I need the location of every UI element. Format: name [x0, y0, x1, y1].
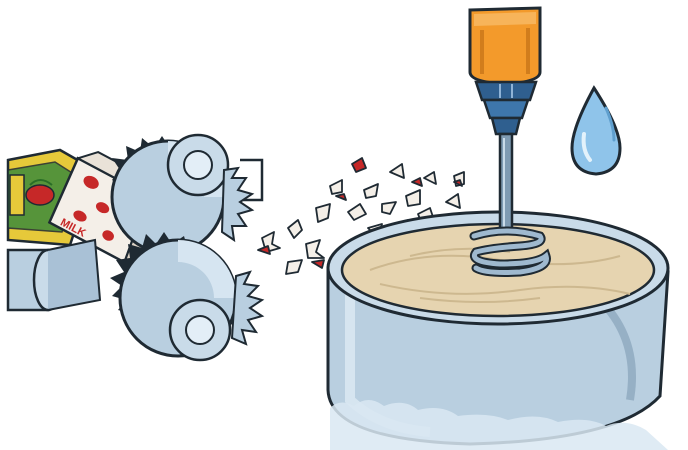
mixer-drill-icon: [470, 8, 546, 273]
shredder-rollers-icon: [110, 135, 262, 360]
water-drop-icon: [572, 88, 620, 174]
